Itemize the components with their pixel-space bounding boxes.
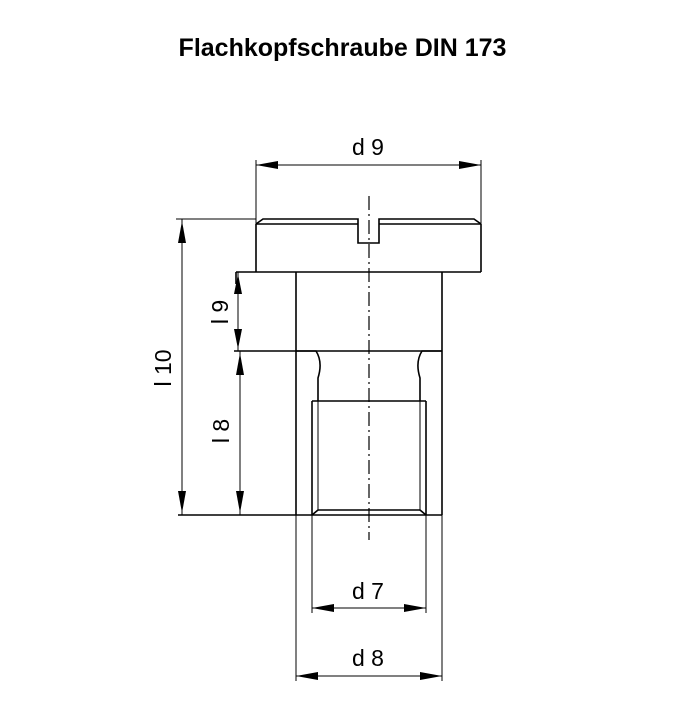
page-title: Flachkopfschraube DIN 173 (178, 34, 507, 62)
dimension-l9: l 9 (207, 272, 242, 351)
dimension-d9: d 9 (255, 134, 482, 224)
dimension-label-l10: l 10 (150, 349, 176, 386)
dimension-label-d7: d 7 (352, 578, 384, 604)
dimension-l10: l 10 (150, 218, 256, 515)
dimension-label-l8: l 8 (208, 419, 234, 443)
dimension-d7: d 7 (311, 515, 427, 613)
dimension-label-d9: d 9 (352, 134, 384, 160)
dimension-label-l9: l 9 (207, 300, 233, 324)
dimension-l8: l 8 (208, 351, 244, 515)
screw-shank (235, 271, 443, 515)
dimension-d8: d 8 (295, 515, 443, 681)
dimension-label-d8: d 8 (352, 645, 384, 671)
